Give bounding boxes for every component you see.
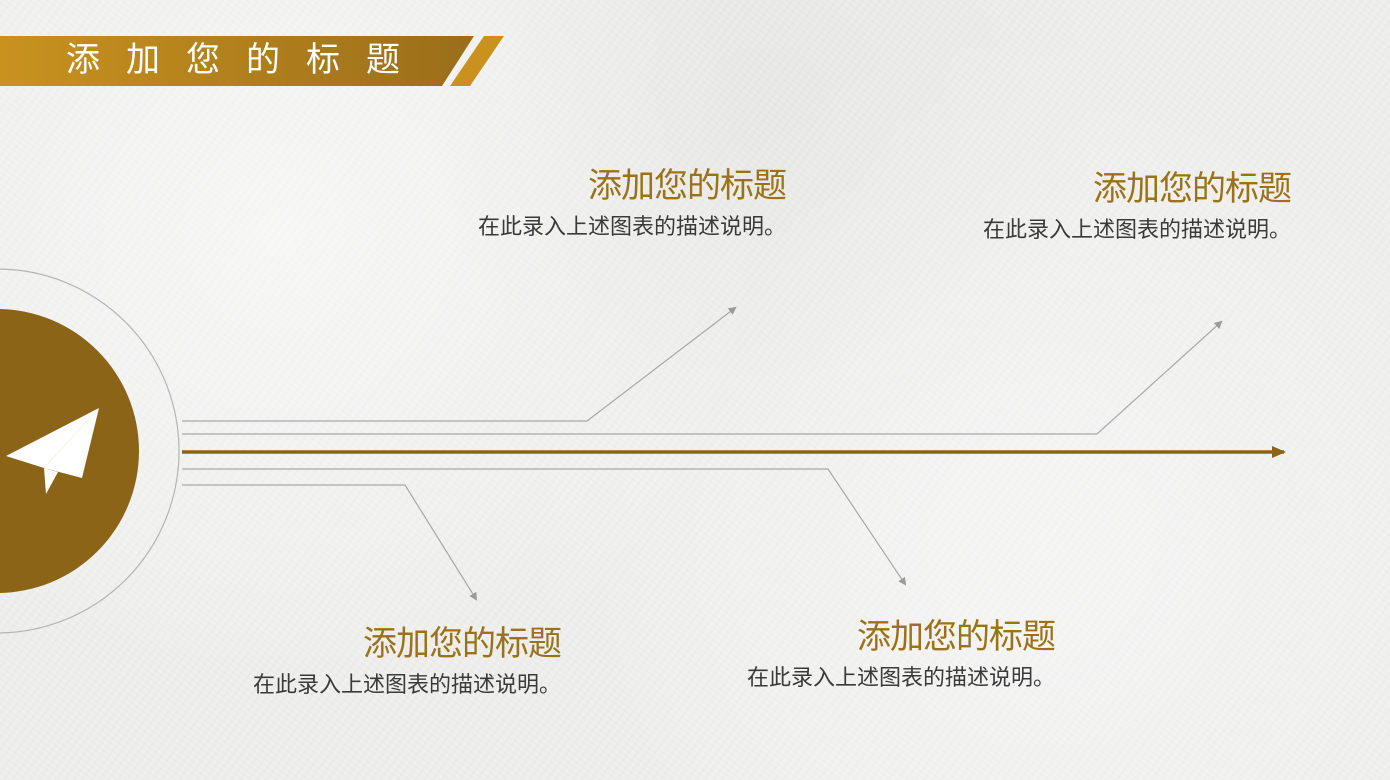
text-block-bottom-right: 添加您的标题 在此录入上述图表的描述说明。 — [680, 617, 1056, 707]
header-bar — [0, 36, 474, 86]
header-title: 添加您的标题 — [66, 40, 426, 80]
block-title: 添加您的标题 — [857, 617, 1056, 657]
connector-top-right — [182, 320, 1223, 435]
block-description: 在此录入上述图表的描述说明。 — [746, 666, 1055, 691]
paper-plane-icon — [6, 408, 99, 494]
block-title: 添加您的标题 — [588, 166, 787, 206]
connector-top-left — [182, 306, 737, 422]
block-description: 在此录入上述图表的描述说明。 — [982, 218, 1291, 243]
header-accent-stripe — [450, 36, 504, 86]
block-description: 在此录入上述图表的描述说明。 — [252, 673, 561, 698]
text-block-top-right: 添加您的标题 在此录入上述图表的描述说明。 — [900, 169, 1292, 259]
text-block-bottom-left: 添加您的标题 在此录入上述图表的描述说明。 — [180, 624, 562, 714]
outer-ring — [0, 268, 180, 634]
connector-bottom-left — [182, 484, 478, 601]
block-title: 添加您的标题 — [1093, 169, 1292, 209]
block-title: 添加您的标题 — [363, 624, 562, 664]
block-description: 在此录入上述图表的描述说明。 — [477, 215, 786, 240]
connector-bottom-right — [182, 468, 907, 586]
text-block-top-left: 添加您的标题 在此录入上述图表的描述说明。 — [400, 166, 787, 256]
